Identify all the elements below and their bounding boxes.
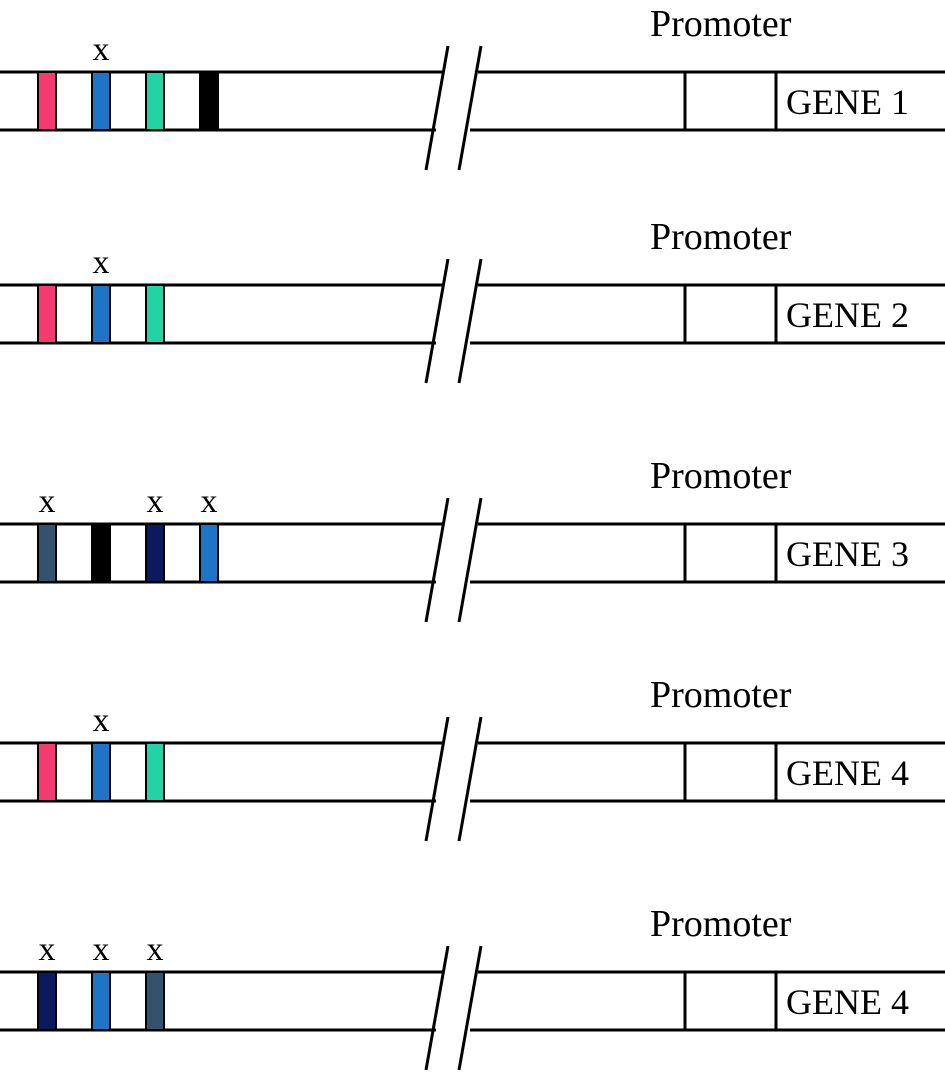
element-mark: x <box>147 931 164 968</box>
regulatory-element-blue <box>91 971 111 1031</box>
promoter-label: Promoter <box>650 3 792 45</box>
regulatory-element-slate <box>145 971 165 1031</box>
element-mark: x <box>93 244 110 281</box>
break-mark-left <box>424 716 450 842</box>
regulatory-element-teal <box>145 742 165 802</box>
regulatory-element-blue <box>91 71 111 131</box>
element-mark: x <box>201 483 218 520</box>
break-mark-right <box>457 258 483 384</box>
regulatory-element-black <box>199 71 219 131</box>
element-mark: x <box>93 931 110 968</box>
regulatory-element-pink <box>37 284 57 344</box>
regulatory-element-pink <box>37 71 57 131</box>
regulatory-element-blue <box>91 284 111 344</box>
gene-label: GENE 3 <box>786 534 909 574</box>
promoter-label: Promoter <box>650 674 792 716</box>
break-mark-right <box>457 497 483 623</box>
gene-label: GENE 2 <box>786 295 909 335</box>
regulatory-element-blue <box>91 742 111 802</box>
break-mark-right <box>457 716 483 842</box>
break-mark-right <box>457 945 483 1071</box>
promoter-label: Promoter <box>650 903 792 945</box>
break-mark-right <box>457 45 483 171</box>
element-mark: x <box>39 483 56 520</box>
element-mark: x <box>93 31 110 68</box>
break-mark-left <box>424 258 450 384</box>
break-mark-left <box>424 45 450 171</box>
element-mark: x <box>93 702 110 739</box>
break-mark-left <box>424 497 450 623</box>
regulatory-element-navy <box>145 523 165 583</box>
promoter-label: Promoter <box>650 455 792 497</box>
regulatory-element-navy <box>37 971 57 1031</box>
regulatory-element-pink <box>37 742 57 802</box>
regulatory-element-slate <box>37 523 57 583</box>
promoter-label: Promoter <box>650 216 792 258</box>
gene-label: GENE 4 <box>786 982 909 1022</box>
regulatory-element-teal <box>145 71 165 131</box>
regulatory-element-blue <box>199 523 219 583</box>
element-mark: x <box>39 931 56 968</box>
regulatory-element-black <box>91 523 111 583</box>
regulatory-element-teal <box>145 284 165 344</box>
element-mark: x <box>147 483 164 520</box>
gene-label: GENE 1 <box>786 82 909 122</box>
gene-label: GENE 4 <box>786 753 909 793</box>
break-mark-left <box>424 945 450 1071</box>
